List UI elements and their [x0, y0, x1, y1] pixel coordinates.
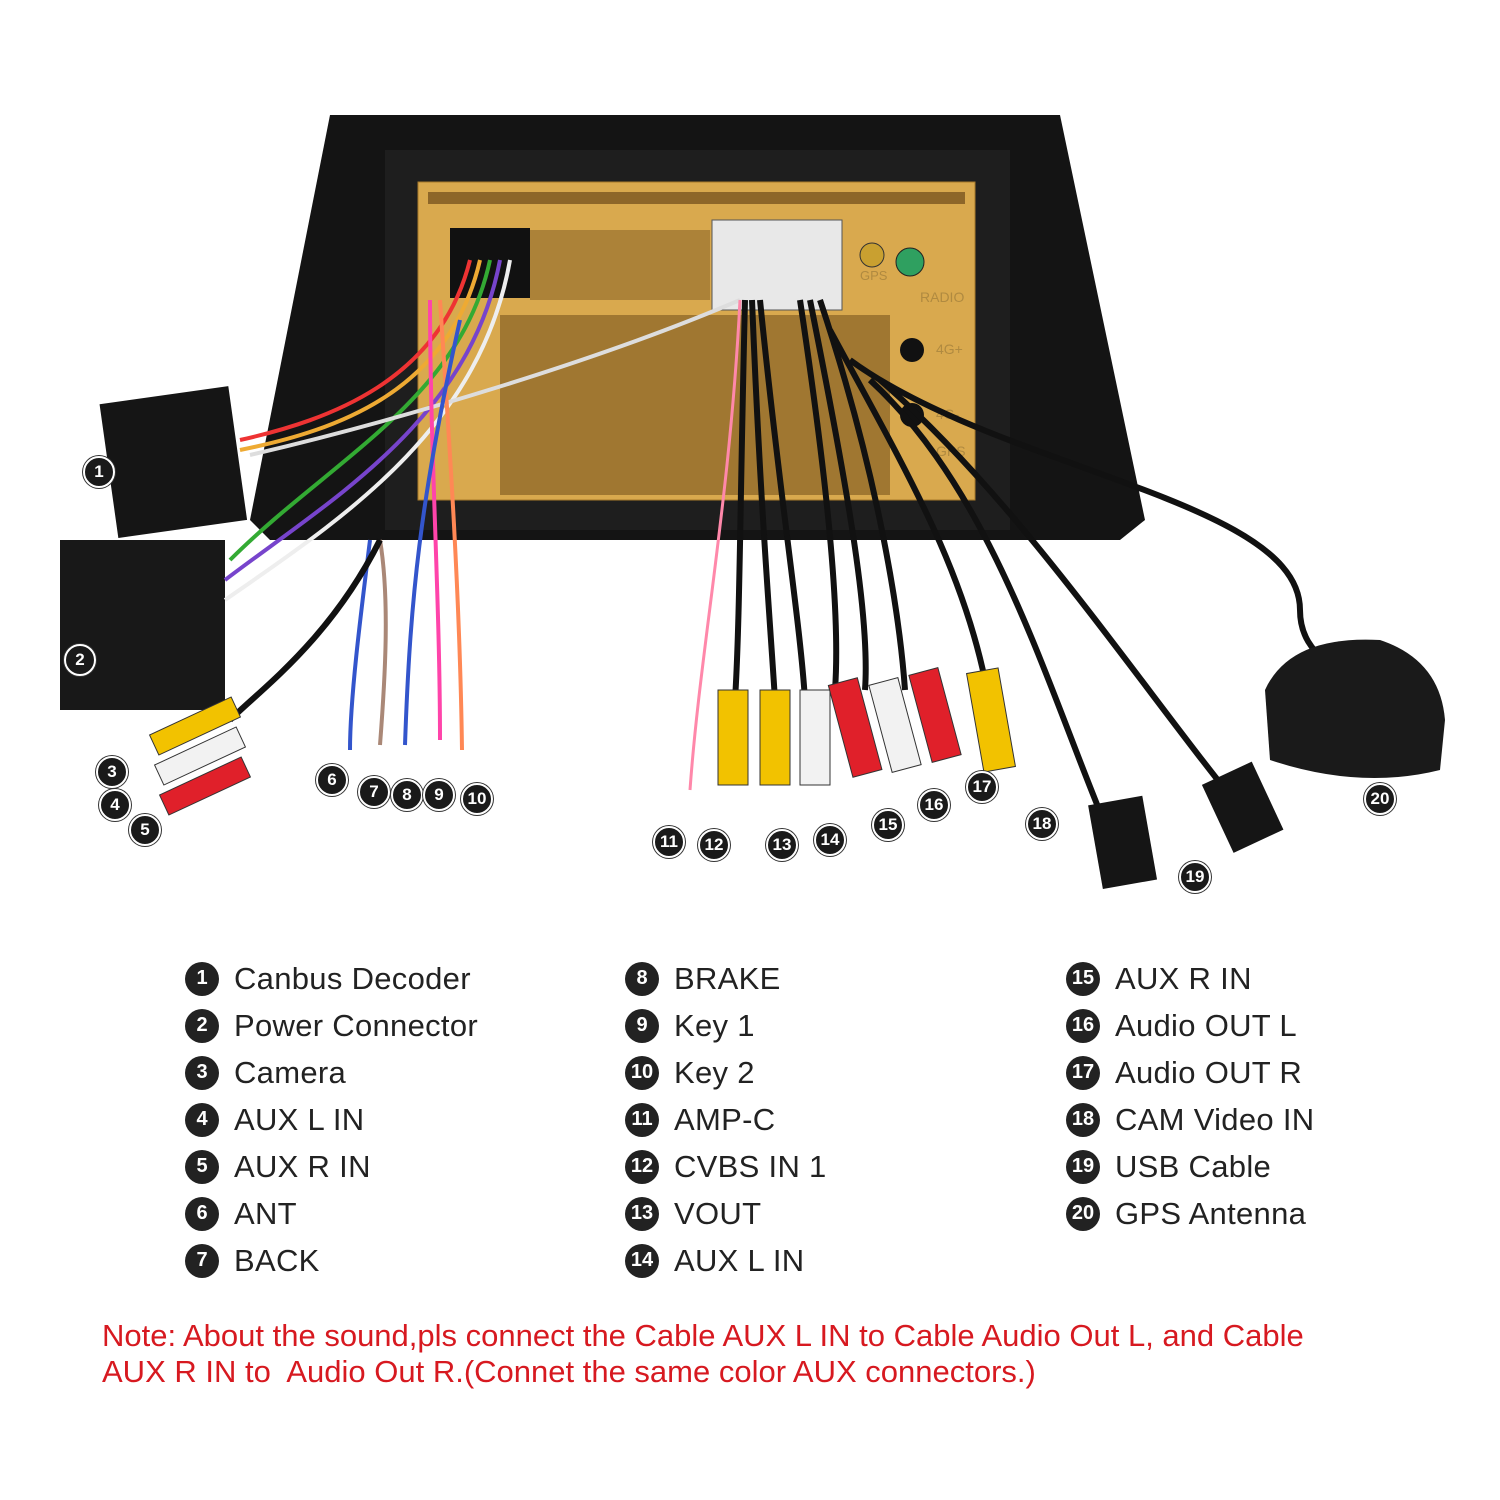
legend-number: 9 — [625, 1008, 659, 1043]
marker-14: 14 — [814, 824, 846, 856]
legend-item: 18 CAM Video IN — [1066, 1096, 1314, 1143]
legend-number: 14 — [625, 1243, 659, 1278]
legend-item: 12 CVBS IN 1 — [625, 1143, 827, 1190]
radio-port-label: RADIO — [920, 289, 964, 305]
legend-item: 4 AUX L IN — [185, 1096, 478, 1143]
legend-item: 15 AUX R IN — [1066, 955, 1314, 1002]
legend-label: Canbus Decoder — [234, 960, 471, 996]
legend-label: Camera — [234, 1054, 347, 1090]
legend-label: Power Connector — [234, 1007, 479, 1043]
legend-number: 20 — [1066, 1196, 1100, 1231]
marker-5: 5 — [129, 814, 161, 846]
marker-10: 10 — [461, 783, 493, 815]
legend-item: 10 Key 2 — [625, 1049, 827, 1096]
legend-item: 19 USB Cable — [1066, 1143, 1314, 1190]
marker-7: 7 — [358, 776, 390, 808]
legend-item: 6 ANT — [185, 1190, 478, 1237]
wiring-note: Note: About the sound,pls connect the Ca… — [102, 1318, 1422, 1390]
legend-item: 16 Audio OUT L — [1066, 1002, 1314, 1049]
marker-2: 2 — [64, 644, 96, 676]
marker-20: 20 — [1364, 783, 1396, 815]
legend-item: 3 Camera — [185, 1049, 478, 1096]
legend-label: AUX L IN — [674, 1242, 805, 1278]
legend-item: 14 AUX L IN — [625, 1237, 827, 1284]
legend-number: 1 — [185, 961, 219, 996]
note-line-2: AUX R IN to Audio Out R.(Connet the same… — [102, 1354, 1036, 1389]
legend-column-1: 1 Canbus Decoder 2 Power Connector 3 Camera… — [185, 955, 478, 1284]
marker-17: 17 — [966, 771, 998, 803]
legend-label: GPS Antenna — [1115, 1195, 1307, 1231]
legend-column-2: 8 BRAKE 9 Key 1 10 Key 2 11 AMP-C 12 CVBS IN … — [625, 955, 827, 1284]
legend-label: CAM Video IN — [1115, 1101, 1315, 1137]
legend-label: ANT — [234, 1195, 297, 1231]
legend-item: 9 Key 1 — [625, 1002, 827, 1049]
marker-11: 11 — [653, 826, 685, 858]
4g-plus-label: 4G+ — [936, 341, 963, 357]
legend-item: 1 Canbus Decoder — [185, 955, 478, 1002]
legend-label: AUX R IN — [234, 1148, 371, 1184]
legend-label: AUX R IN — [1115, 960, 1252, 996]
legend-number: 18 — [1066, 1102, 1100, 1137]
marker-16: 16 — [918, 789, 950, 821]
legend-item: 20 GPS Antenna — [1066, 1190, 1314, 1237]
legend-label: BRAKE — [674, 960, 781, 996]
marker-12: 12 — [698, 829, 730, 861]
legend-item: 11 AMP-C — [625, 1096, 827, 1143]
legend-number: 6 — [185, 1196, 219, 1231]
legend-label: USB Cable — [1115, 1148, 1272, 1184]
legend-number: 17 — [1066, 1055, 1100, 1090]
legend-label: Audio OUT L — [1115, 1007, 1297, 1043]
marker-4: 4 — [99, 789, 131, 821]
legend-item: 13 VOUT — [625, 1190, 827, 1237]
legend-label: Audio OUT R — [1115, 1054, 1303, 1090]
marker-3: 3 — [96, 756, 128, 788]
legend-number: 7 — [185, 1243, 219, 1278]
legend-item: 7 BACK — [185, 1237, 478, 1284]
marker-18: 18 — [1026, 808, 1058, 840]
legend-number: 2 — [185, 1008, 219, 1043]
legend-number: 19 — [1066, 1149, 1100, 1184]
marker-6: 6 — [316, 764, 348, 796]
legend-item: 8 BRAKE — [625, 955, 827, 1002]
legend-number: 10 — [625, 1055, 659, 1090]
legend-label: AUX L IN — [234, 1101, 365, 1137]
legend-number: 15 — [1066, 961, 1100, 996]
legend-number: 3 — [185, 1055, 219, 1090]
legend-number: 5 — [185, 1149, 219, 1184]
legend-label: VOUT — [674, 1195, 762, 1231]
marker-19: 19 — [1179, 861, 1211, 893]
gps-port-label: GPS — [860, 268, 888, 283]
legend-label: Key 1 — [674, 1007, 755, 1043]
gps-antenna — [1265, 639, 1445, 778]
marker-8: 8 — [391, 779, 423, 811]
marker-1: 1 — [83, 456, 115, 488]
marker-9: 9 — [423, 779, 455, 811]
head-unit-photo: GPS RADIO 4G+ 4G- GPS — [60, 115, 1445, 890]
legend-number: 11 — [625, 1102, 659, 1137]
legend-number: 8 — [625, 961, 659, 996]
power-connector — [60, 540, 225, 710]
legend-label: Key 2 — [674, 1054, 755, 1090]
legend-number: 12 — [625, 1149, 659, 1184]
legend-item: 5 AUX R IN — [185, 1143, 478, 1190]
legend-number: 16 — [1066, 1008, 1100, 1043]
marker-15: 15 — [872, 809, 904, 841]
legend-label: CVBS IN 1 — [674, 1148, 827, 1184]
legend-label: AMP-C — [674, 1101, 776, 1137]
legend-item: 2 Power Connector — [185, 1002, 478, 1049]
legend-item: 17 Audio OUT R — [1066, 1049, 1314, 1096]
marker-13: 13 — [766, 829, 798, 861]
canbus-decoder — [99, 386, 248, 538]
legend-column-3: 15 AUX R IN 16 Audio OUT L 17 Audio OUT R 1… — [1066, 955, 1314, 1237]
note-line-1: Note: About the sound,pls connect the Ca… — [102, 1318, 1304, 1353]
legend-number: 4 — [185, 1102, 219, 1137]
legend-number: 13 — [625, 1196, 659, 1231]
legend-label: BACK — [234, 1242, 320, 1278]
